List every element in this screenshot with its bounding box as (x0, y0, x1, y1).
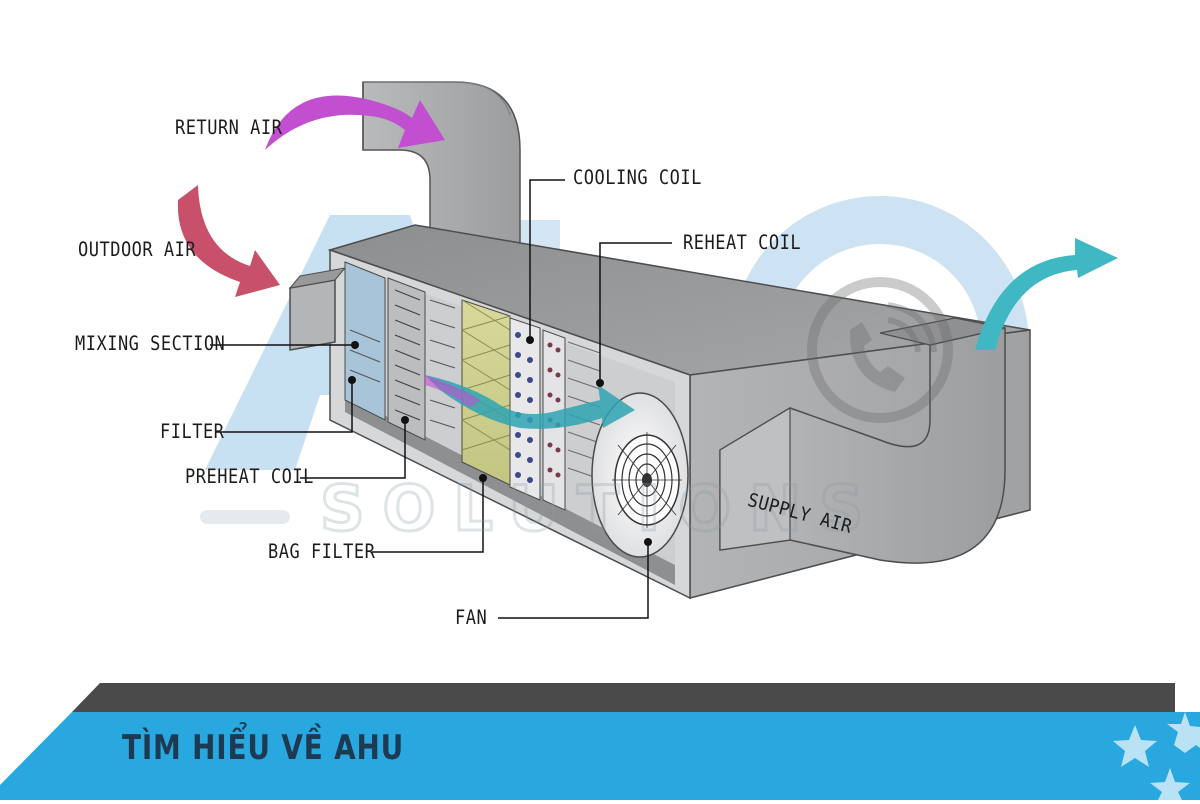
label-reheat-coil: REHEAT COIL (683, 231, 802, 255)
label-return-air: RETURN AIR (175, 116, 283, 140)
return-air-arrow (265, 95, 445, 150)
label-cooling-coil: COOLING COIL (573, 166, 702, 190)
label-fan: FAN (455, 606, 488, 630)
title-banner (0, 683, 1200, 800)
supply-air-arrow (975, 238, 1118, 350)
outdoor-air-inlet (288, 267, 347, 351)
label-bag-filter: BAG FILTER (268, 540, 376, 564)
fan (591, 392, 689, 558)
label-preheat-coil: PREHEAT COIL (185, 465, 314, 489)
supply-air-duct (719, 317, 1006, 564)
label-outdoor-air: OUTDOOR AIR (78, 238, 197, 262)
leader-lines (210, 179, 672, 619)
star-icon (1113, 712, 1200, 800)
cooling-coil (509, 317, 541, 501)
svg-text:SOLUTIONS: SOLUTIONS (320, 472, 882, 545)
label-mixing-section: MIXING SECTION (75, 332, 226, 356)
phone-icon (807, 277, 953, 423)
outdoor-air-arrow (177, 185, 280, 297)
banner-title: TÌM HIỂU VỀ AHU (122, 728, 405, 768)
label-filter: FILTER (160, 420, 225, 444)
internal-flow-arrow (425, 375, 635, 429)
preheat-coil (394, 289, 421, 421)
return-air-duct (362, 81, 521, 276)
leader-dots (348, 336, 652, 546)
watermark-solutions: SOLUTIONS (319, 471, 882, 547)
